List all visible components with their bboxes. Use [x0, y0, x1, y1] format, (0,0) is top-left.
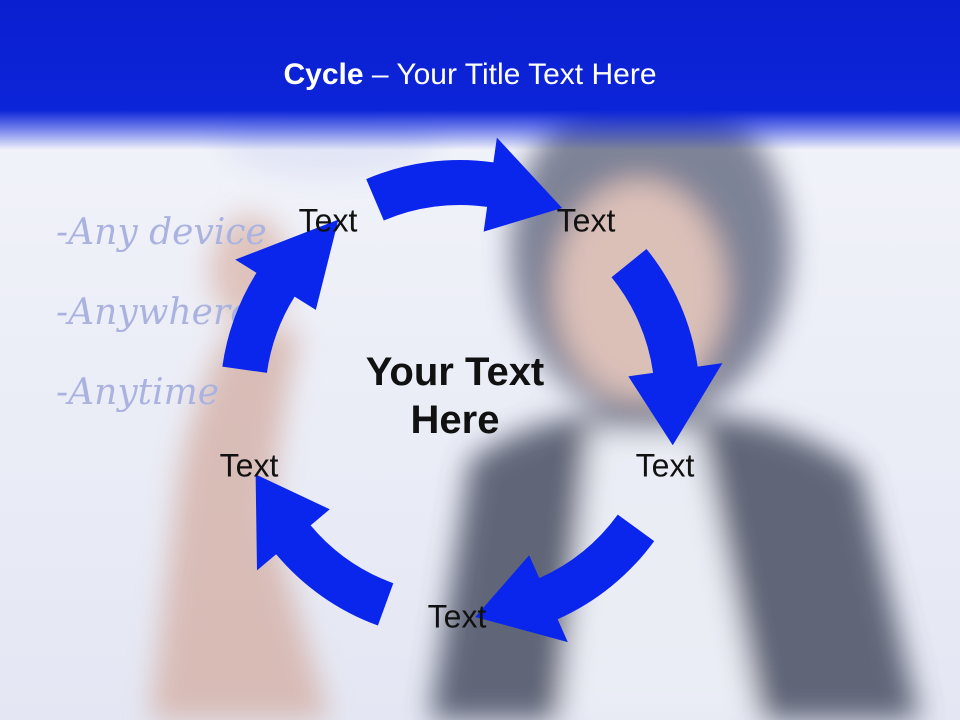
cycle-node-label: Text	[635, 447, 695, 484]
title-rest: – Your Title Text Here	[363, 58, 657, 91]
cycle-arrow	[475, 514, 655, 643]
cycle-arrow	[366, 137, 563, 232]
whiteboard-line: -Anywhere	[56, 292, 252, 333]
title-band	[0, 0, 960, 150]
slide-title: Cycle – Your Title Text Here	[0, 58, 940, 92]
cycle-arrow	[222, 219, 339, 373]
cycle-node-label: Text	[556, 202, 616, 239]
cycle-node-label: Text	[427, 598, 487, 635]
whiteboard-line: -Anytime	[56, 372, 220, 413]
center-text: Your Text Here	[365, 350, 545, 442]
cycle-node-label: Text	[298, 202, 358, 239]
whiteboard-line: -Any device	[56, 212, 267, 253]
cycle-arrow	[255, 474, 394, 626]
cycle-node-label: Text	[219, 447, 279, 484]
title-bold: Cycle	[283, 58, 364, 91]
cycle-arrow	[611, 248, 723, 446]
